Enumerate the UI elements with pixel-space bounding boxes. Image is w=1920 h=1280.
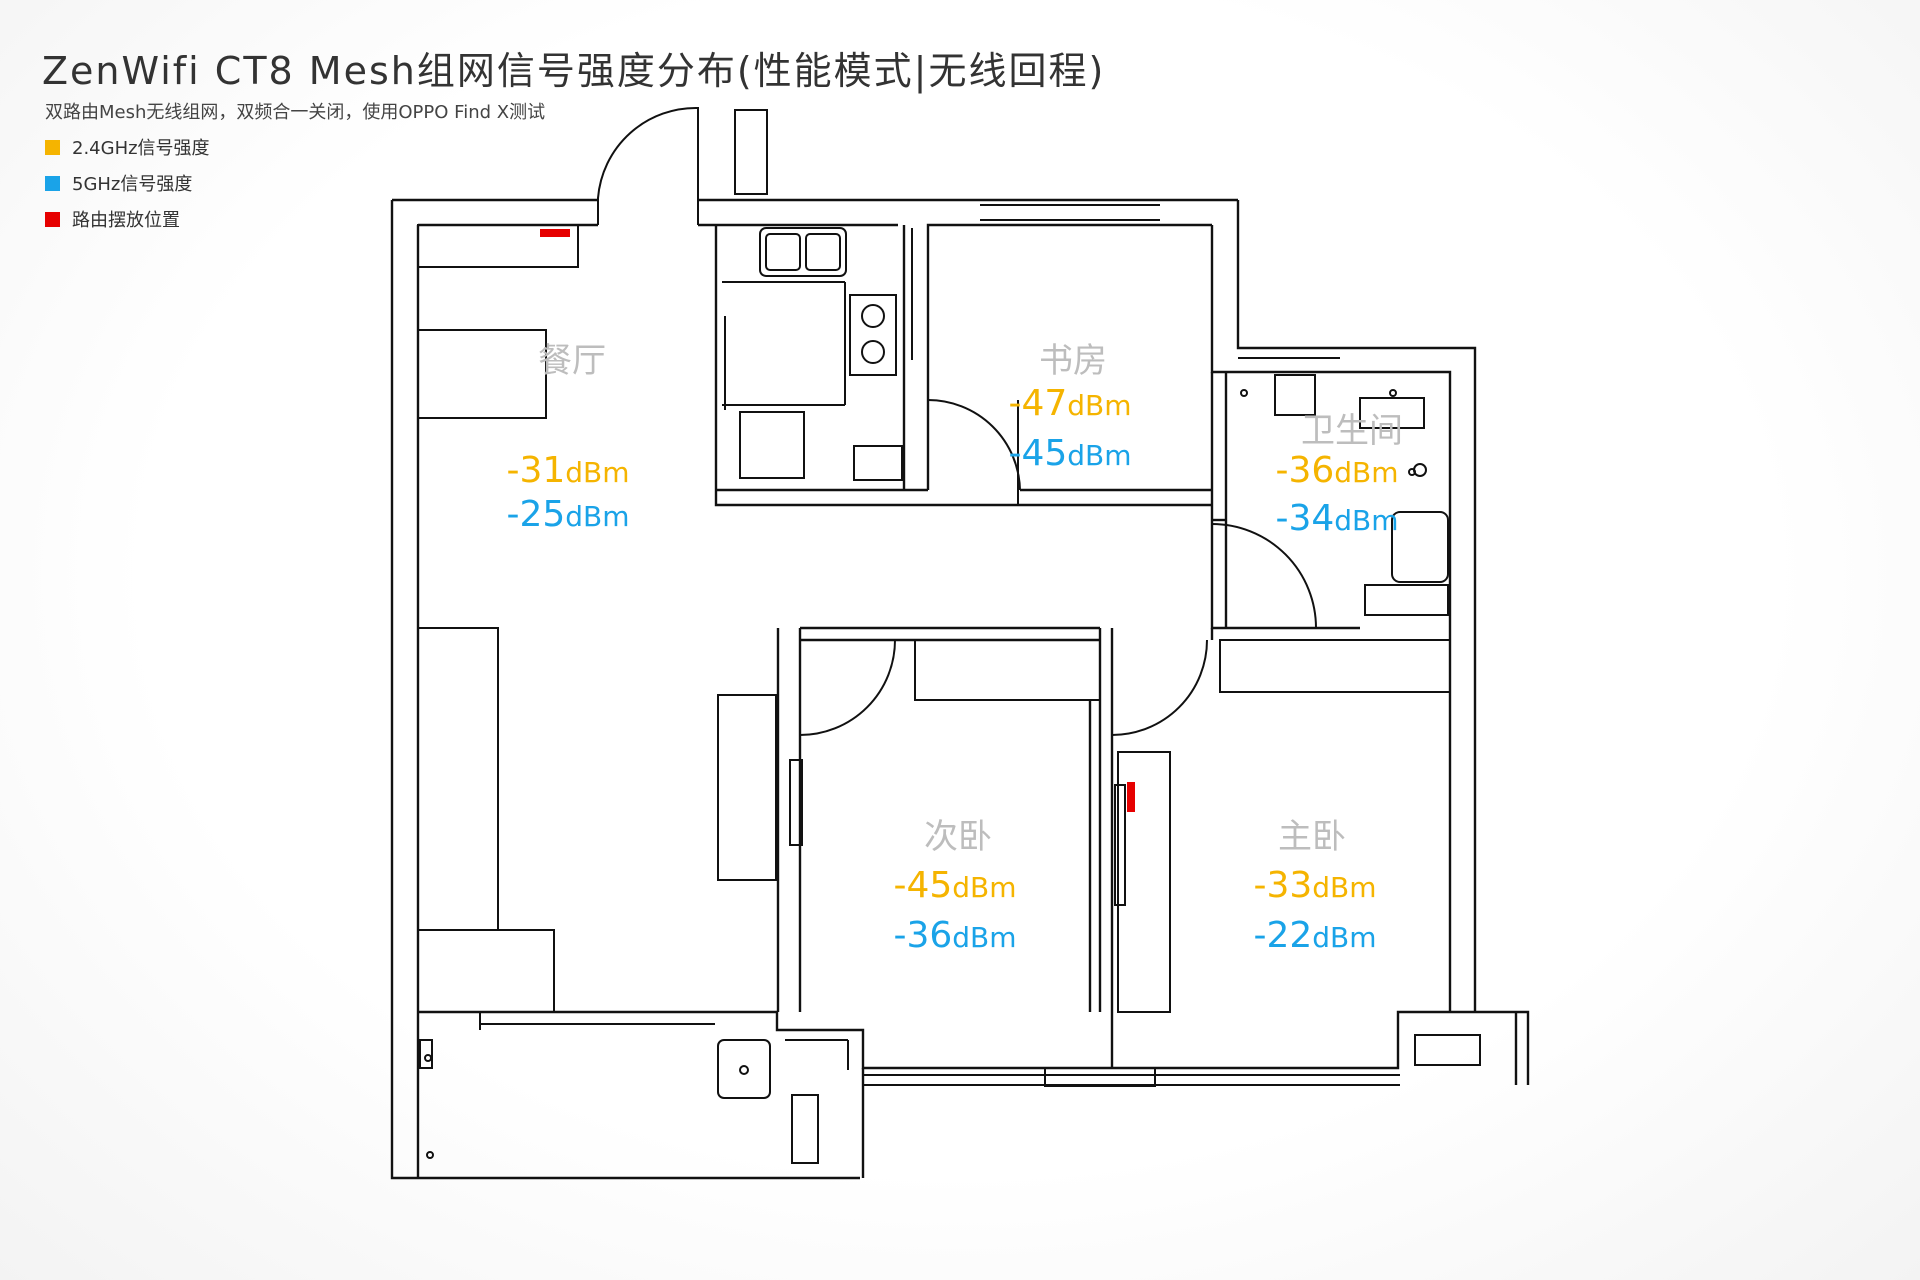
room-study: 书房 -47dBm -45dBm [1008,341,1131,474]
kitchen [714,225,928,507]
reading-5g-bathroom: -34dBm [1275,498,1398,539]
study-room [911,204,1212,507]
reading-2g-master-bedroom: -33dBm [1253,865,1376,906]
router-marker-master [1127,782,1135,812]
legend-label-2g: 2.4GHz信号强度 [72,138,210,159]
legend-swatch-5g [45,175,60,191]
room-master-bedroom: 主卧 -33dBm -22dBm [1253,817,1376,956]
router-markers [540,229,1135,812]
legend-swatch-router [45,211,60,227]
reading-5g-second-bedroom: -36dBm [893,915,1016,956]
reading-2g-study: -47dBm [1008,383,1131,424]
page-title: ZenWifi CT8 Mesh组网信号强度分布(性能模式|无线回程) [42,49,1106,93]
reading-5g-study: -45dBm [1008,433,1131,474]
room-second-bedroom: 次卧 -45dBm -36dBm [893,817,1016,956]
room-name-second-bedroom: 次卧 [924,817,992,857]
second-bedroom-walls [717,626,1102,1012]
router-marker-dining [540,229,570,237]
balcony [419,1012,1400,1164]
entry-door [597,106,768,225]
legend-label-5g: 5GHz信号强度 [72,174,193,195]
legend-item-2g: 2.4GHz信号强度 [45,134,210,160]
room-bathroom: 卫生间 -36dBm -34dBm [1275,411,1403,539]
room-name-master-bedroom: 主卧 [1278,817,1346,857]
bathroom [1210,357,1449,630]
room-name-dining: 餐厅 [538,341,606,381]
legend-item-router: 路由摆放位置 [45,206,210,232]
legend: 2.4GHz信号强度 5GHz信号强度 路由摆放位置 [45,134,210,242]
reading-2g-bathroom: -36dBm [1275,450,1398,491]
legend-item-5g: 5GHz信号强度 [45,170,210,196]
legend-swatch-2g [45,139,60,155]
dining-room [417,224,579,1013]
room-dining: 餐厅 -31dBm -25dBm [506,341,629,535]
room-name-study: 书房 [1039,341,1107,381]
room-name-bathroom: 卫生间 [1301,411,1403,451]
reading-5g-dining: -25dBm [506,494,629,535]
legend-label-router: 路由摆放位置 [72,210,180,231]
master-bedroom-walls [1110,628,1481,1068]
reading-2g-dining: -31dBm [506,450,629,491]
page-subtitle: 双路由Mesh无线组网，双频合一关闭，使用OPPO Find X测试 [45,102,546,123]
reading-2g-second-bedroom: -45dBm [893,865,1016,906]
reading-5g-master-bedroom: -22dBm [1253,915,1376,956]
